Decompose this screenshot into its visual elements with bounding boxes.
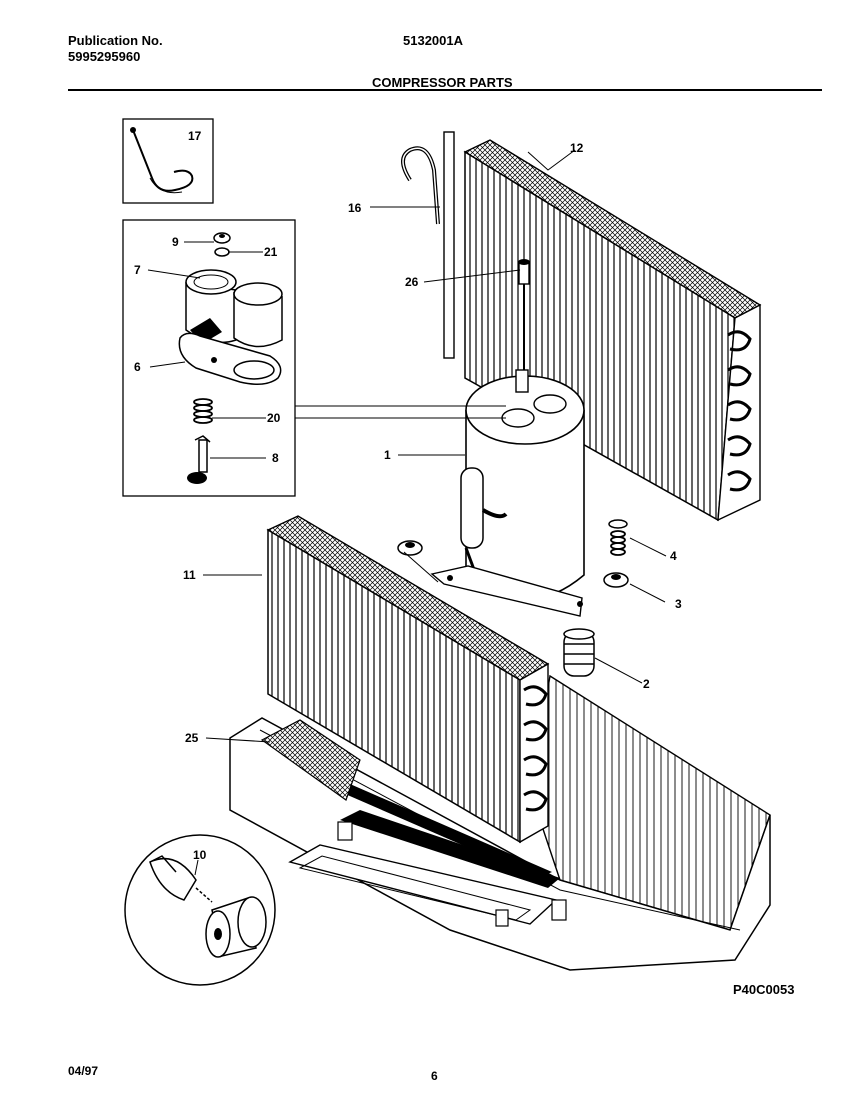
heater-mesh [260, 719, 361, 801]
model-number: 5132001A [403, 33, 463, 48]
terminal-cover-inset [122, 219, 296, 497]
callout-16: 16 [348, 201, 362, 215]
callout-1: 1 [384, 448, 391, 462]
callout-26: 26 [405, 275, 419, 289]
callout-21: 21 [264, 245, 278, 259]
page-title: COMPRESSOR PARTS [372, 75, 513, 90]
callout-6: 6 [134, 360, 141, 374]
figure-code: P40C0053 [733, 982, 795, 997]
callout-17: 17 [188, 129, 202, 143]
footer-date: 04/97 [68, 1064, 99, 1078]
callout-9: 9 [172, 235, 179, 249]
leader-lines [147, 149, 667, 876]
base-pan [229, 674, 771, 971]
callout-8: 8 [272, 451, 279, 465]
callout-4: 4 [670, 549, 677, 563]
callout-7: 7 [134, 263, 141, 277]
callout-20: 20 [267, 411, 281, 425]
callout-10: 10 [193, 848, 207, 862]
header-rule [68, 89, 822, 91]
compressor-body [430, 369, 585, 617]
evaporator-coil-front [266, 515, 550, 844]
condenser-coil-rear [463, 139, 762, 522]
mounting-hardware [397, 519, 629, 677]
capacitor-inset [124, 834, 276, 986]
sensor-inset [122, 118, 214, 204]
callout-12: 12 [570, 141, 584, 155]
callout-3: 3 [675, 597, 682, 611]
callout-2: 2 [643, 677, 650, 691]
page-number: 6 [431, 1069, 438, 1083]
process-tube [518, 259, 530, 395]
callout-25: 25 [185, 731, 199, 745]
refrigerant-tube [401, 131, 455, 359]
callout-11: 11 [183, 568, 196, 582]
publication-number: 5995295960 [68, 49, 141, 64]
publication-label: Publication No. [68, 33, 163, 48]
